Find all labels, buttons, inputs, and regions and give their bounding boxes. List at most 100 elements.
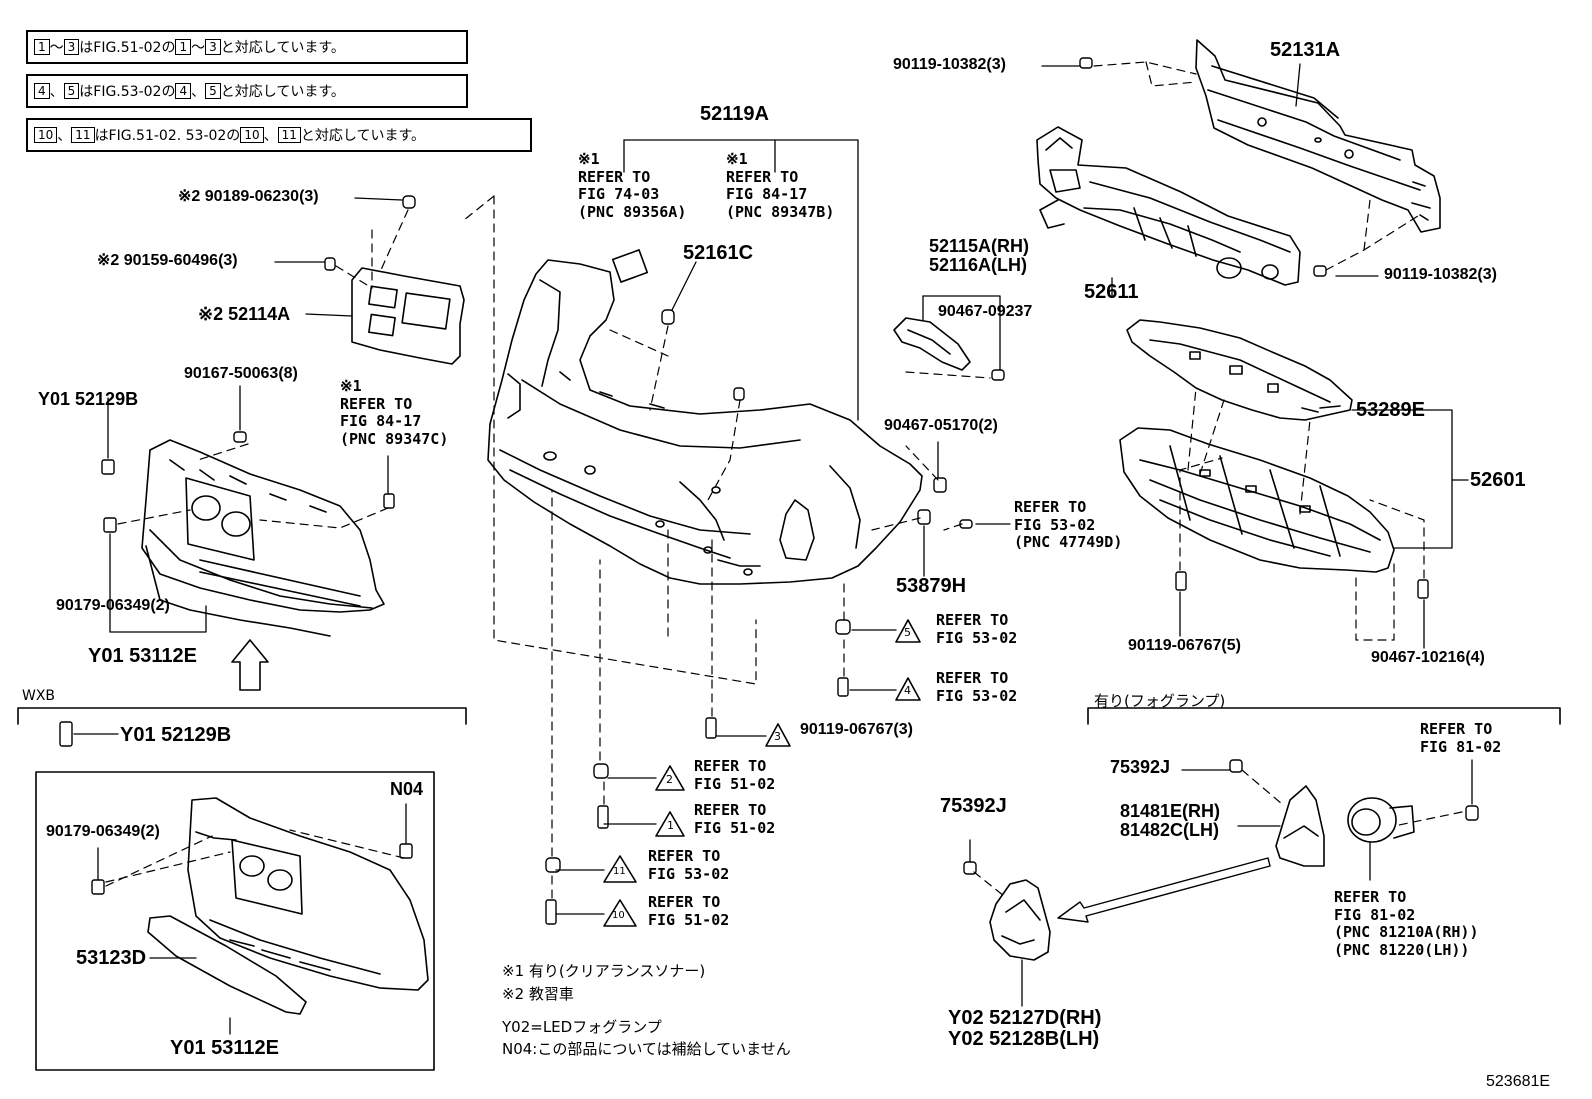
legend-sep: ～	[49, 40, 64, 56]
note-led-fog: Y02=LEDフォグランプ	[502, 1018, 662, 1036]
label-n04: N04	[390, 779, 424, 799]
wxb-grille	[187, 797, 429, 991]
triangle-number-4: 4	[904, 684, 911, 697]
label-y01-53112e-a: Y01 53112E	[88, 645, 197, 667]
label-81481e-81482c: 81481E(RH) 81482C(LH)	[1120, 801, 1221, 840]
legend-symbol-to: 3	[63, 39, 80, 55]
bumper-reinforcement-52131a	[1195, 39, 1441, 233]
legend-text-tail: と対応しています。	[220, 40, 345, 56]
license-plate-bracket-52114a	[351, 267, 465, 365]
label-90119-06767-5: 90119-06767(5)	[1128, 637, 1241, 654]
legend-symbol-to: 11	[71, 127, 95, 143]
label-90179-06349-a: 90179-06349(2)	[56, 597, 170, 614]
label-y01-52129b-a: Y01 52129B	[38, 389, 139, 409]
label-y02-52127d-52128b: Y02 52127D(RH) Y02 52128B(LH)	[948, 1007, 1102, 1050]
label-90119-06767-3: 90119-06767(3)	[800, 721, 913, 738]
label-90179-06349-b: 90179-06349(2)	[46, 823, 160, 840]
up-arrow	[231, 639, 269, 691]
legend-text: はFIG.53-02の	[79, 84, 176, 100]
label-ref-fig-74-03: ※1 REFER TO FIG 74-03 (PNC 89356A)	[578, 150, 687, 221]
label-90119-10382-b: 90119-10382(3)	[1384, 266, 1497, 283]
label-ref-53-02-tri4: REFER TO FIG 53-02	[936, 669, 1018, 705]
legend-sep: 、	[191, 84, 206, 100]
label-52601: 52601	[1470, 469, 1526, 491]
label-90119-10382-top: 90119-10382(3)	[893, 56, 1006, 73]
note-not-supplied: N04:この部品については補給していません	[502, 1040, 791, 1058]
diagram-number: 523681E	[1486, 1073, 1551, 1090]
triangle-markers	[603, 619, 921, 927]
label-ref-53-02-tri11: REFER TO FIG 53-02	[648, 847, 730, 883]
triangle-number-5: 5	[904, 626, 911, 639]
sensor-label-sticker	[611, 249, 649, 283]
legend-sep: 、	[49, 84, 64, 100]
label-ref-53-02-tri5: REFER TO FIG 53-02	[936, 611, 1018, 647]
note-clearance-sonar: ※1 有り(クリアランスソナー)	[502, 962, 706, 980]
upper-under-cover-53289e	[1126, 319, 1353, 421]
legend-symbol-from: 10	[34, 127, 58, 143]
fog-arrow	[1057, 857, 1271, 923]
label-ref-51-02-tri1: REFER TO FIG 51-02	[694, 801, 776, 837]
legend-row-3: 10 、 11 はFIG.51-02. 53-02の 10 、 11 と対応して…	[26, 118, 532, 152]
legend-text-tail: と対応しています。	[220, 84, 345, 100]
dashed-lines	[105, 61, 1463, 899]
label-90467-05170: 90467-05170(2)	[884, 417, 998, 434]
label-90167-50063: 90167-50063(8)	[184, 365, 298, 382]
legend-symbol-to: 3	[205, 39, 221, 55]
label-75392j-a: 75392J	[1110, 757, 1171, 777]
label-y01-53112e-b: Y01 53112E	[170, 1037, 279, 1059]
label-52115a-52116a: 52115A(RH) 52116A(LH)	[929, 236, 1030, 275]
wxb-section-bracket	[17, 707, 467, 725]
lower-under-cover	[1119, 427, 1395, 573]
legend-symbol-from: 4	[175, 83, 192, 99]
legend-row-1: 1 ～ 3 はFIG.51-02の 1 ～ 3 と対応しています。	[26, 30, 468, 64]
legend-text-tail: と対応しています。	[300, 128, 426, 144]
legend-symbol-from: 1	[175, 39, 192, 55]
label-wxb: WXB	[22, 688, 56, 704]
label-52131a: 52131A	[1270, 39, 1341, 61]
label-53123d: 53123D	[76, 947, 147, 969]
legend-text: はFIG.51-02の	[79, 40, 176, 56]
label-90467-09237: 90467-09237	[938, 303, 1033, 320]
triangle-number-1: 1	[667, 819, 674, 832]
legend-symbol-to: 5	[205, 83, 221, 99]
label-ref-51-02-tri10: REFER TO FIG 51-02	[648, 893, 730, 929]
grille-moulding-53123d	[147, 915, 307, 1015]
fog-lamp-bezel-52127d	[989, 879, 1051, 961]
label-52114a: ※2 52114A	[198, 304, 291, 324]
label-53879h: 53879H	[896, 575, 967, 597]
legend-symbol-from: 4	[34, 83, 50, 99]
label-ref-81-02-b: REFER TO FIG 81-02 (PNC 81210A(RH)) (PNC…	[1334, 888, 1479, 959]
note-training-car: ※2 教習車	[502, 985, 574, 1003]
radiator-grille-53112e	[141, 439, 385, 637]
label-90189-06230: ※2 90189-06230(3)	[178, 188, 319, 205]
legend-sep: 、	[263, 128, 278, 144]
label-y01-52129b-b: Y01 52129B	[120, 724, 232, 746]
label-52611: 52611	[1084, 281, 1139, 303]
label-52119a: 52119A	[700, 103, 769, 125]
fog-section-bracket	[1087, 707, 1561, 725]
label-ref-fig-84-17-c: ※1 REFER TO FIG 84-17 (PNC 89347C)	[340, 377, 449, 448]
legend-text: はFIG.51-02. 53-02の	[94, 128, 241, 144]
label-ref-51-02-tri2: REFER TO FIG 51-02	[694, 757, 776, 793]
legend-symbol-to: 11	[277, 127, 301, 143]
label-90159-60496: ※2 90159-60496(3)	[97, 252, 238, 269]
triangle-number-3: 3	[774, 730, 781, 743]
legend-row-2: 4 、 5 はFIG.53-02の 4 、 5 と対応しています。	[26, 74, 468, 108]
legend-sep: 、	[57, 128, 72, 144]
leader-lines	[73, 63, 1473, 1035]
wxb-grille-box	[35, 771, 435, 1071]
label-90467-10216: 90467-10216(4)	[1371, 649, 1485, 666]
legend-symbol-from: 1	[34, 39, 50, 55]
label-ref-81-02-a: REFER TO FIG 81-02	[1420, 720, 1502, 756]
legend-symbol-to: 5	[63, 83, 80, 99]
fog-lamp-unit	[1347, 797, 1415, 843]
front-bumper-cover-52119a	[487, 259, 923, 585]
side-bracket-52115a	[893, 317, 971, 371]
label-52161c: 52161C	[683, 242, 754, 264]
triangle-number-2: 2	[666, 773, 673, 786]
label-fog-header: 有り(フォグランプ)	[1094, 692, 1226, 710]
fog-lamp-cover-81481e	[1275, 785, 1325, 867]
label-53289e: 53289E	[1356, 399, 1425, 421]
legend-symbol-from: 10	[240, 127, 264, 143]
